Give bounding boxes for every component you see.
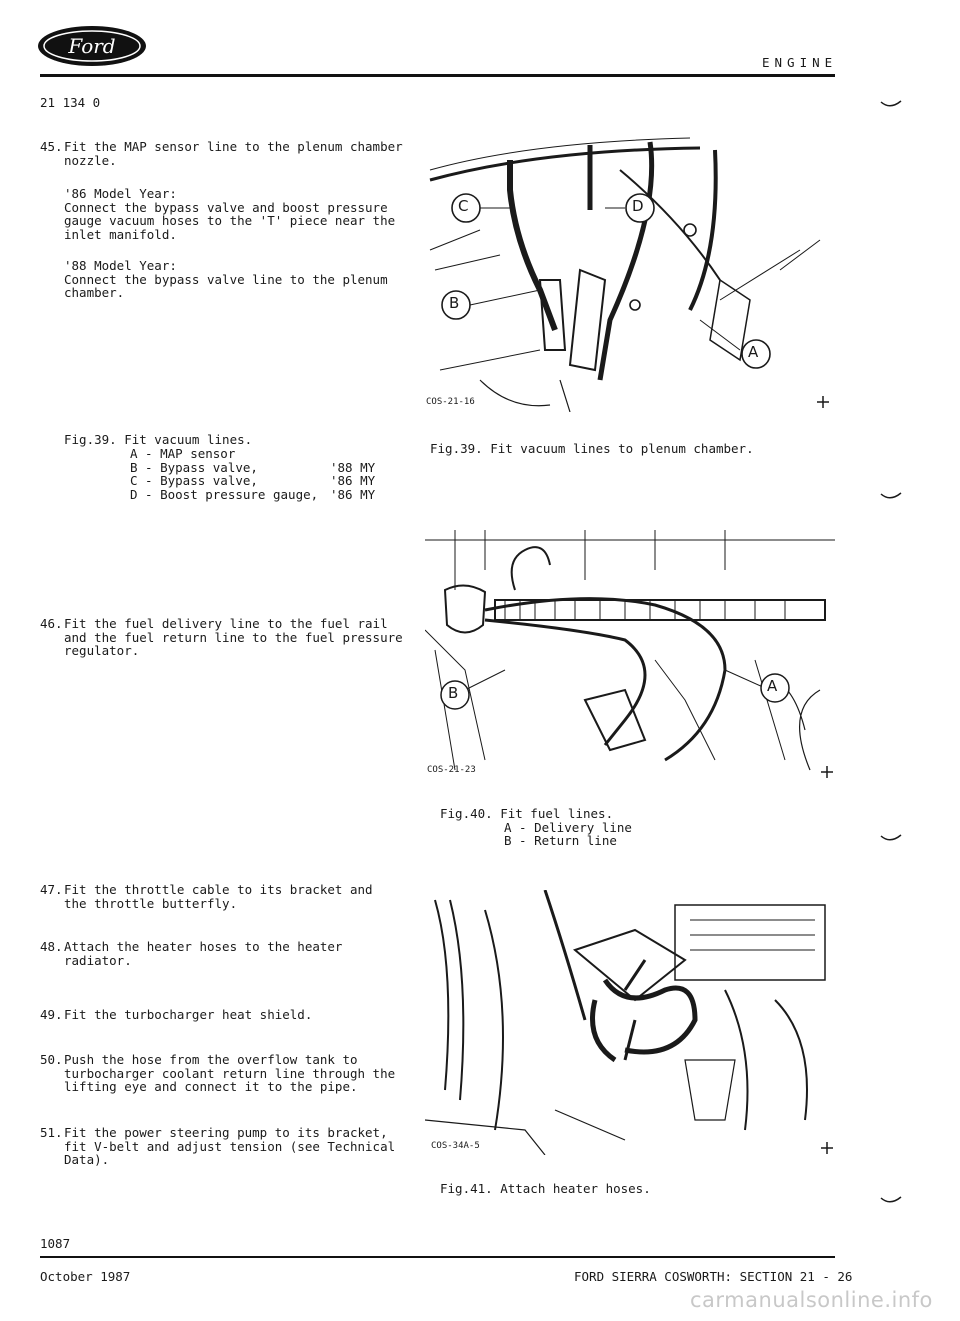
footer-rule — [40, 1256, 835, 1258]
fig39-legend: A - MAP sensor B - Bypass valve, '88 MY C… — [130, 447, 375, 501]
step-48-text: Attach the heater hoses to the heater ra… — [64, 940, 342, 967]
step-line: lifting eye and connect it to the pipe. — [64, 1079, 358, 1094]
step-45-text: Fit the MAP sensor line to the plenum ch… — [64, 140, 403, 167]
note-86-model-year: '86 Model Year: Connect the bypass valve… — [64, 187, 395, 241]
fig40-caption: Fig.40. Fit fuel lines. A - Delivery lin… — [440, 807, 632, 848]
figure-code: COS-21-16 — [426, 397, 475, 407]
footer-date: October 1987 — [40, 1269, 131, 1284]
step-47-text: Fit the throttle cable to its bracket an… — [64, 883, 373, 910]
section-title: ENGINE — [762, 55, 838, 70]
step-number: 49. — [40, 1007, 63, 1022]
fig41-illustration: COS-34A-5 — [424, 889, 835, 1156]
step-line: fit V-belt and adjust tension (see Techn… — [64, 1138, 396, 1154]
note-line: gauge vacuum hoses to the 'T' piece near… — [64, 213, 396, 228]
caption-item: A - Delivery line — [504, 819, 632, 835]
margin-mark — [880, 1196, 902, 1208]
footer-section: FORD SIERRA COSWORTH: SECTION 21 - 26 — [574, 1269, 853, 1284]
step-line: turbocharger coolant return line through… — [64, 1065, 396, 1081]
step-49-text: Fit the turbocharger heat shield. — [64, 1008, 312, 1022]
step-51-text: Fit the power steering pump to its brack… — [64, 1126, 395, 1167]
callout-b: B — [449, 294, 460, 312]
step-line: Attach the heater hoses to the heater — [64, 939, 343, 954]
margin-mark — [880, 100, 902, 112]
header-rule — [40, 74, 835, 77]
fig39-legend-title: Fig.39. Fit vacuum lines. — [64, 432, 253, 447]
fig40-illustration: B A COS-21-23 — [424, 530, 835, 780]
legend-key: B - Bypass valve, — [130, 459, 258, 475]
note-line: chamber. — [64, 285, 125, 300]
step-line: Data). — [64, 1152, 110, 1167]
legend-item: C - Bypass valve, '86 MY — [130, 474, 375, 488]
legend-item: B - Bypass valve, '88 MY — [130, 459, 376, 475]
fig41-caption: Fig.41. Attach heater hoses. — [440, 1181, 651, 1196]
note-title: '88 Model Year: — [64, 258, 177, 273]
step-line: Push the hose from the overflow tank to — [64, 1052, 358, 1067]
legend-item: D - Boost pressure gauge, '86 MY — [130, 486, 376, 502]
callout-b: B — [448, 684, 459, 702]
legend-key: A - MAP sensor — [130, 446, 236, 461]
step-line: Fit the turbocharger heat shield. — [64, 1007, 313, 1022]
document-number: 21 134 0 — [40, 95, 101, 110]
step-number: 50. — [40, 1052, 63, 1067]
step-number: 51. — [40, 1125, 63, 1140]
step-line: Fit the throttle cable to its bracket an… — [64, 882, 373, 897]
fig39-caption: Fig.39. Fit vacuum lines to plenum chamb… — [430, 441, 754, 456]
note-line: Connect the bypass valve line to the ple… — [64, 271, 388, 287]
step-number: 48. — [40, 939, 63, 954]
caption-item: B - Return line — [504, 833, 617, 848]
step-number: 46. — [40, 616, 63, 631]
step-line: nozzle. — [64, 152, 117, 168]
step-50-text: Push the hose from the overflow tank to … — [64, 1053, 395, 1094]
watermark: carmanualsonline.info — [690, 1288, 933, 1312]
step-46-text: Fit the fuel delivery line to the fuel r… — [64, 617, 403, 658]
step-line: the throttle butterfly. — [64, 895, 238, 911]
legend-year: '86 MY — [330, 486, 376, 502]
legend-item: A - MAP sensor — [130, 447, 375, 461]
margin-mark — [880, 492, 902, 504]
figure-code: COS-21-23 — [427, 765, 476, 775]
callout-d: D — [632, 197, 644, 215]
ford-logo-text: Ford — [67, 34, 115, 58]
step-line: radiator. — [64, 952, 132, 968]
callout-c: C — [458, 197, 469, 215]
fig39-illustration: C D B A COS-21-16 — [420, 130, 835, 413]
step-number: 47. — [40, 882, 63, 897]
note-line: inlet manifold. — [64, 226, 177, 242]
legend-year: '88 MY — [330, 459, 376, 475]
note-line: Connect the bypass valve and boost press… — [64, 199, 388, 215]
step-line: Fit the fuel delivery line to the fuel r… — [64, 616, 388, 631]
legend-year: '86 MY — [330, 473, 376, 488]
ford-logo: Ford — [36, 24, 148, 68]
step-number: 45. — [40, 139, 63, 154]
step-line: regulator. — [64, 643, 140, 658]
legend-key: D - Boost pressure gauge, — [130, 486, 319, 502]
legend-key: C - Bypass valve, — [130, 473, 258, 488]
callout-a: A — [748, 343, 759, 361]
margin-mark — [880, 834, 902, 846]
figure-code: COS-34A-5 — [431, 1141, 480, 1151]
step-line: Fit the power steering pump to its brack… — [64, 1125, 388, 1140]
note-88-model-year: '88 Model Year: Connect the bypass valve… — [64, 259, 388, 300]
caption-title: Fig.40. Fit fuel lines. — [440, 806, 614, 821]
step-line: and the fuel return line to the fuel pre… — [64, 629, 403, 645]
callout-a: A — [767, 677, 778, 695]
page-number: 1087 — [40, 1236, 71, 1251]
note-title: '86 Model Year: — [64, 186, 177, 201]
step-line: Fit the MAP sensor line to the plenum ch… — [64, 139, 403, 154]
